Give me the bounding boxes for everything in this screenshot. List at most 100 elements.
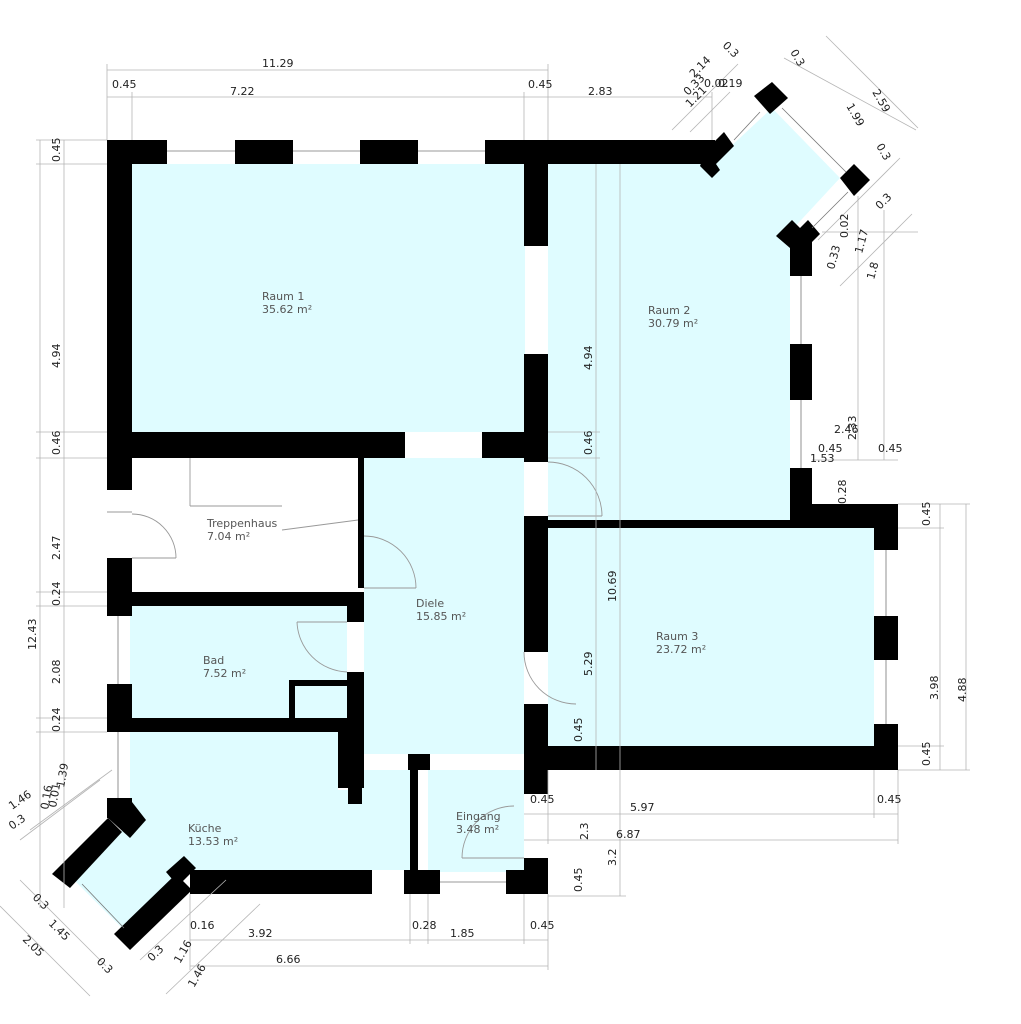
raum2-fill [548, 108, 840, 520]
dim-label: 0.45 [528, 78, 553, 91]
diele-fill [364, 458, 524, 754]
dim-label: 2.59 [869, 87, 893, 115]
dim-label: 0.46 [582, 431, 595, 456]
room-area: 13.53 m² [188, 835, 238, 848]
room-name: Raum 1 [262, 290, 304, 303]
dim-label: 0.45 [818, 442, 843, 455]
wall [524, 516, 548, 652]
dim-label: 0.33 [824, 244, 843, 271]
room-labels: Raum 1 35.62 m² Raum 2 30.79 m² Treppenh… [188, 290, 706, 848]
wall [874, 616, 898, 660]
door [131, 513, 177, 559]
wall [548, 520, 812, 528]
dim-label: 2.08 [50, 660, 63, 685]
eingang-fill [428, 770, 524, 872]
wall [524, 140, 548, 246]
dim-label: 3.2 [606, 849, 619, 867]
dim-label: 0.19 [718, 77, 743, 90]
room-name: Eingang [456, 810, 501, 823]
dim-label: 10.69 [606, 571, 619, 603]
dim-label: 5.29 [582, 652, 595, 677]
dim-label: 1.45 [46, 917, 73, 944]
dim-label: 0.45 [530, 919, 555, 932]
dim-label: 11.29 [262, 57, 294, 70]
walls [52, 82, 898, 950]
dim-label: 0.45 [530, 793, 555, 806]
dim-label: 1.39 [54, 762, 71, 788]
room-area: 35.62 m² [262, 303, 312, 316]
dim-label: 2.47 [50, 536, 63, 561]
window [733, 111, 761, 141]
wall [790, 344, 812, 400]
bay-wall [840, 164, 870, 196]
door [523, 651, 577, 705]
bay-wall [166, 856, 196, 886]
dim-label: 0.3 [787, 47, 807, 69]
bay-wall [108, 802, 146, 838]
dim-label: 1.53 [810, 452, 835, 465]
bay-wall [700, 132, 734, 178]
dim-label: 1.46 [6, 788, 34, 813]
dim-label: 4.88 [956, 678, 969, 703]
dim-label: 1.99 [843, 101, 867, 129]
wall [874, 504, 898, 550]
window [811, 191, 849, 229]
kueche-fill [72, 732, 410, 934]
door [363, 535, 417, 589]
raum1-fill [130, 164, 525, 432]
wall [347, 672, 364, 742]
raum3-fill [548, 528, 874, 746]
bay-wall [114, 874, 192, 950]
bay-wall [776, 220, 820, 248]
windows [81, 107, 887, 929]
room-name: Raum 2 [648, 304, 690, 317]
wall [485, 140, 715, 164]
room-area: 7.04 m² [207, 530, 250, 543]
room-area: 30.79 m² [648, 317, 698, 330]
dim-label: 1.16 [171, 938, 195, 966]
window [781, 107, 847, 173]
dim-label: 2.33 [846, 416, 859, 441]
room-area: 15.85 m² [416, 610, 466, 623]
dim-label: 3.92 [248, 927, 273, 940]
dim-label: 0.28 [412, 919, 437, 932]
wall [524, 746, 898, 770]
bay-wall [52, 818, 122, 888]
dim-label: 2.3 [578, 823, 591, 841]
dim-label: 0.02 [704, 77, 729, 90]
wall [410, 770, 418, 870]
dim-label: 0.45 [920, 742, 933, 767]
dim-label: 1.8 [864, 261, 881, 281]
bad-fill [130, 606, 347, 718]
dim-label: 7.22 [230, 85, 255, 98]
dim-label: 5.97 [630, 801, 655, 814]
wall [347, 592, 364, 622]
wall [404, 870, 440, 894]
dimension-lines [0, 35, 970, 997]
dim-label: 0.45 [112, 78, 137, 91]
dim-label: 0.3 [873, 191, 895, 213]
room-name: Bad [203, 654, 224, 667]
room-fills [72, 108, 874, 934]
bay-wall [754, 82, 788, 114]
dim-label: 0.45 [920, 502, 933, 527]
door [461, 805, 515, 859]
dim-label: 0.3 [6, 812, 28, 833]
room-name: Diele [416, 597, 444, 610]
dim-label: 0.45 [572, 868, 585, 893]
dim-label: 0.3 [720, 39, 742, 61]
wall [107, 432, 405, 458]
wall [408, 754, 430, 770]
window [81, 883, 125, 929]
wall [107, 558, 132, 616]
dim-label: 3.98 [928, 676, 941, 701]
dim-label: 0.3 [94, 955, 116, 977]
wall [524, 354, 548, 462]
dim-label: 12.43 [26, 619, 39, 651]
room-area: 7.52 m² [203, 667, 246, 680]
wall [107, 718, 347, 732]
wall [348, 730, 362, 804]
room-name: Küche [188, 822, 222, 835]
dim-label: 0.45 [50, 138, 63, 163]
